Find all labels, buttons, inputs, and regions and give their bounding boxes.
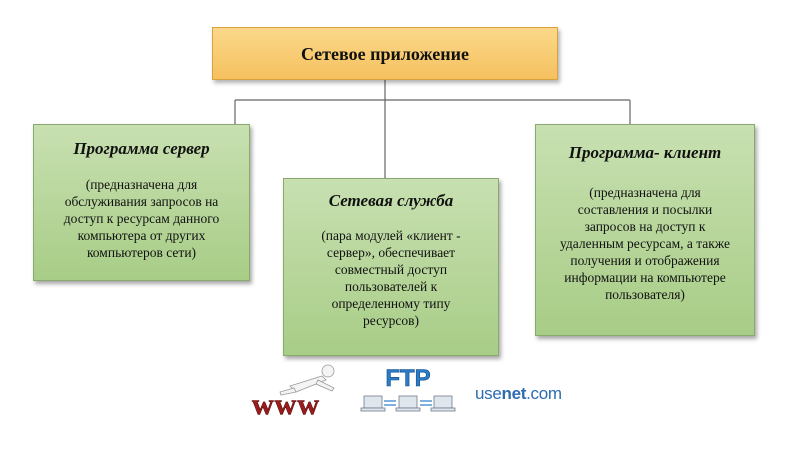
www-figure-logo: www	[252, 364, 335, 421]
desc-line: пользователей к	[344, 279, 438, 294]
node-server-description: (предназначена для обслуживания запросов…	[34, 176, 249, 261]
root-node-network-application: Сетевое приложение	[212, 27, 558, 80]
desc-line: компьютеров сети)	[86, 245, 197, 260]
desc-line: запросов на доступ к	[584, 219, 706, 234]
www-text: www	[252, 388, 320, 421]
desc-line: составления и посылки	[577, 202, 713, 217]
laptop-icon	[360, 395, 456, 412]
desc-line: определенному типу	[331, 296, 451, 311]
desc-line: компьютера от других	[77, 228, 206, 243]
root-node-title: Сетевое приложение	[300, 44, 470, 64]
usenet-prefix: use	[475, 384, 502, 403]
desc-line: получения и отображения	[570, 253, 720, 268]
node-server-program: Программа сервер (предназначена для обсл…	[33, 124, 250, 281]
desc-line: сервер», обеспечивает	[326, 245, 456, 260]
reclining-figure-icon	[279, 364, 335, 396]
desc-line: удаленным ресурсам, а также	[559, 236, 730, 251]
desc-line: (пара модулей «клиент -	[321, 228, 461, 243]
desc-line: обслуживания запросов на	[64, 194, 219, 209]
desc-line: пользователя)	[605, 287, 685, 302]
logos-row: www FTP usenet.com	[250, 362, 590, 422]
transfer-arrows-icon	[384, 400, 432, 406]
usenet-logo: usenet.com	[475, 384, 562, 404]
ftp-logo: FTP	[360, 365, 456, 412]
desc-line: совместный доступ	[334, 262, 448, 277]
node-service-title: Сетевая служба	[328, 191, 454, 210]
node-client-title: Программа- клиент	[568, 143, 722, 162]
desc-line: (предназначена для	[589, 185, 701, 200]
node-network-service: Сетевая служба (пара модулей «клиент - с…	[283, 178, 499, 356]
node-server-title: Программа сервер	[73, 139, 210, 158]
node-service-description: (пара модулей «клиент - сервер», обеспеч…	[284, 227, 498, 329]
desc-line: информации на компьютере	[564, 270, 726, 285]
desc-line: доступ к ресурсам данного	[63, 211, 220, 226]
node-client-program: Программа- клиент (предназначена для сос…	[535, 124, 755, 336]
desc-line: (предназначена для	[85, 177, 198, 192]
node-client-description: (предназначена для составления и посылки…	[536, 184, 754, 303]
ftp-text: FTP	[385, 365, 430, 392]
usenet-suffix: .com	[526, 384, 562, 403]
desc-line: ресурсов)	[362, 313, 419, 328]
usenet-main: net	[501, 384, 527, 403]
